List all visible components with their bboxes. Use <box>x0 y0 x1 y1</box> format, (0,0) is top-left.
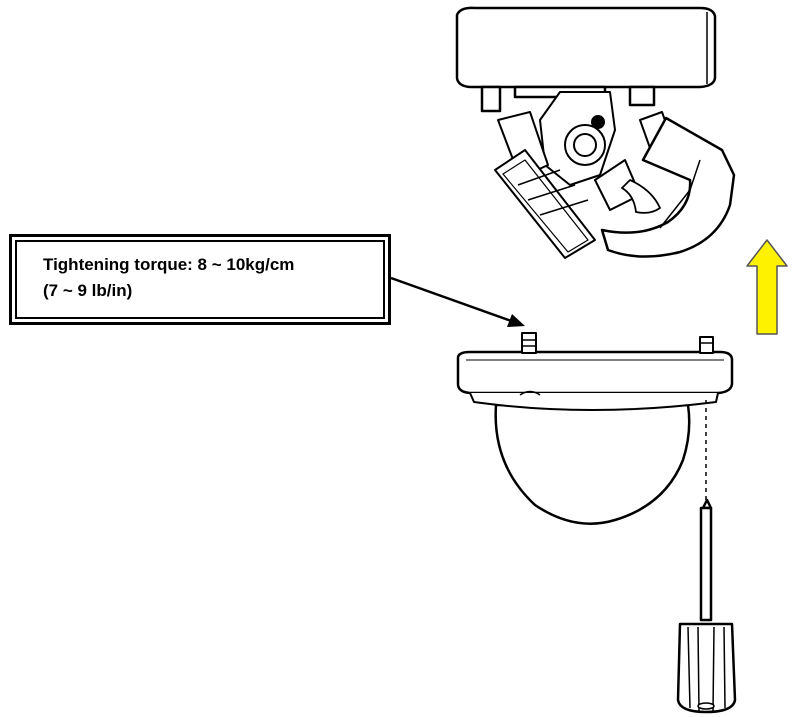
curved-cable-cover <box>600 116 736 258</box>
dome-cover <box>456 332 734 525</box>
torque-callout-inner: Tightening torque: 8 ~ 10kg/cm (7 ~ 9 lb… <box>15 240 385 319</box>
lens-gimbal-module <box>494 91 673 259</box>
torque-value-text: Tightening torque: 8 ~ 10kg/cm <box>43 255 295 274</box>
torque-imperial-text: (7 ~ 9 lb/in) <box>43 281 133 300</box>
screwdriver-icon <box>676 498 737 714</box>
callout-pointer-arrow <box>390 276 525 327</box>
arrow-up-icon <box>746 239 788 335</box>
torque-callout-box: Tightening torque: 8 ~ 10kg/cm (7 ~ 9 lb… <box>9 234 391 325</box>
